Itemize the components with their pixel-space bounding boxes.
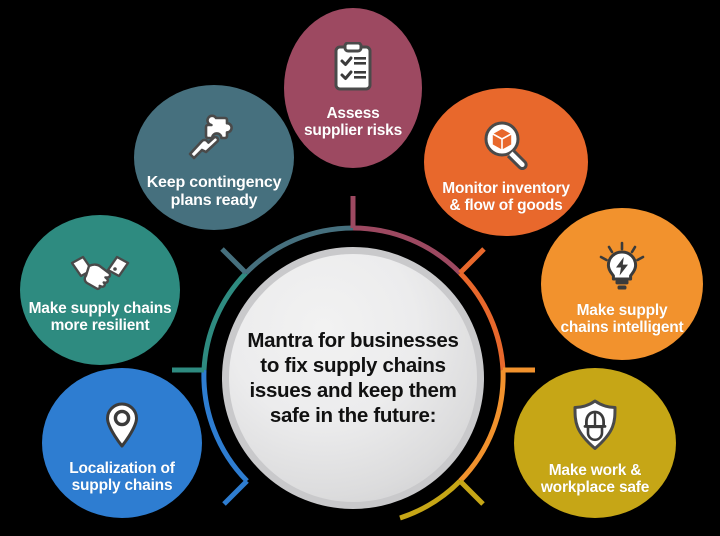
node-keep-contingency-plans-ready[interactable]: Keep contingency plans ready bbox=[134, 85, 294, 230]
arc-monitor bbox=[458, 271, 506, 371]
shield-hardhat-icon bbox=[571, 399, 619, 453]
stem-keep-contingency bbox=[220, 247, 248, 275]
stem-localization bbox=[222, 479, 249, 506]
center-mantra-text: Mantra for businesses to fix supply chai… bbox=[247, 329, 459, 427]
arc-assess bbox=[352, 225, 462, 275]
node-make-supply-chains-more-resilient[interactable]: Make supply chains more resilient bbox=[20, 215, 180, 365]
node-label-make-supply-chains-intelligent: Make supply chains intelligent bbox=[560, 302, 684, 336]
node-localization-of-supply-chains[interactable]: Localization of supply chains bbox=[42, 368, 202, 518]
node-label-make-supply-chains-more-resilient: Make supply chains more resilient bbox=[28, 300, 172, 334]
node-label-keep-contingency-plans-ready: Keep contingency plans ready bbox=[146, 174, 282, 209]
node-make-work-workplace-safe[interactable]: Make work & workplace safe bbox=[514, 368, 676, 518]
stem-monitor bbox=[458, 247, 486, 275]
node-monitor-inventory-flow-of-goods[interactable]: Monitor inventory & flow of goods bbox=[424, 88, 588, 236]
lightbulb-bolt-icon bbox=[596, 241, 648, 293]
handshake-icon bbox=[69, 253, 131, 291]
node-label-monitor-inventory-flow-of-goods: Monitor inventory & flow of goods bbox=[442, 180, 570, 214]
hand-puzzle-piece-icon bbox=[186, 114, 242, 164]
center-hub: Mantra for businesses to fix supply chai… bbox=[222, 247, 484, 509]
node-label-localization-of-supply-chains: Localization of supply chains bbox=[69, 460, 175, 494]
arc-localization bbox=[201, 369, 249, 483]
arc-workplace-safe bbox=[399, 479, 462, 521]
node-make-supply-chains-intelligent[interactable]: Make supply chains intelligent bbox=[541, 208, 703, 360]
magnifier-box-icon bbox=[480, 119, 532, 171]
node-label-assess-supplier-risks: Assess supplier risks bbox=[304, 105, 402, 139]
node-label-make-work-workplace-safe: Make work & workplace safe bbox=[540, 462, 650, 496]
location-pin-icon bbox=[102, 401, 142, 451]
arc-keep-contingency bbox=[244, 225, 354, 275]
stem-workplace-safe bbox=[458, 479, 485, 506]
arc-intelligent bbox=[458, 369, 506, 483]
node-assess-supplier-risks[interactable]: Assess supplier risks bbox=[284, 8, 422, 168]
arc-resilient bbox=[201, 271, 248, 371]
clipboard-checklist-icon bbox=[329, 41, 377, 94]
